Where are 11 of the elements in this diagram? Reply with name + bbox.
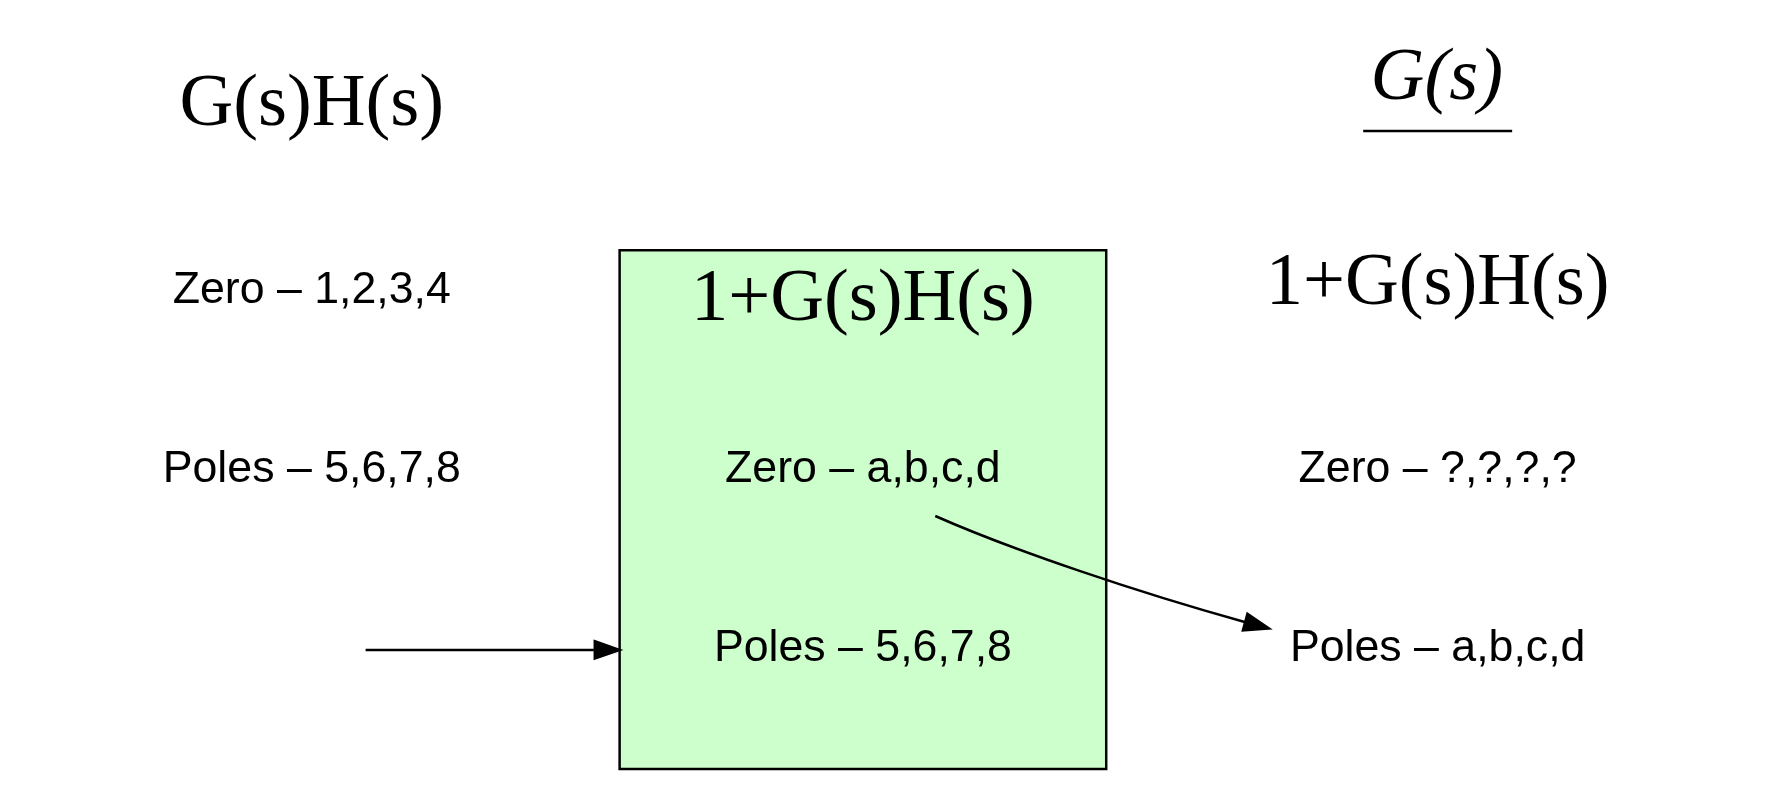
node-text: Poles – a,b,c,d <box>1289 620 1585 670</box>
label: Zero – ?,?,?,? <box>1298 442 1577 492</box>
label: Poles – 5,6,7,8 <box>162 442 461 492</box>
node-text: Poles – 5,6,7,8 <box>713 620 1012 670</box>
label: 1+G(s)H(s) <box>1265 237 1610 320</box>
label: G(s)H(s) <box>178 58 444 141</box>
arrow <box>934 514 1273 632</box>
arrow <box>365 639 623 661</box>
node-text: Zero – a,b,c,d <box>724 442 1001 492</box>
label: G(s) <box>1370 32 1503 115</box>
label: Zero – 1,2,3,4 <box>172 263 451 313</box>
